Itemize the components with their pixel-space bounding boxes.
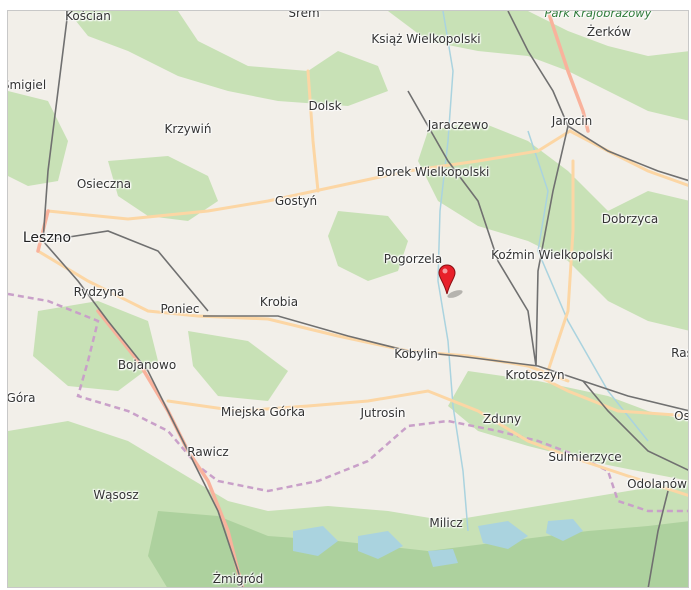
primary-road xyxy=(568,129,688,187)
railways xyxy=(42,11,688,587)
town-label[interactable]: Rawicz xyxy=(187,445,229,459)
primary-road xyxy=(546,159,575,373)
primary-road xyxy=(166,389,688,497)
town-label[interactable]: Żerków xyxy=(586,25,632,39)
town-label[interactable]: Rydzyna xyxy=(73,285,125,299)
river xyxy=(437,11,469,532)
town-label[interactable]: Jutrosin xyxy=(360,406,406,420)
railway xyxy=(42,230,209,312)
forest-area xyxy=(328,211,408,281)
town-label[interactable]: Koźmin Wielkopolski xyxy=(491,248,613,262)
town-label[interactable]: Góra xyxy=(7,391,36,405)
railway xyxy=(535,125,569,367)
town-label[interactable]: Krzywiń xyxy=(164,122,212,136)
town-label[interactable]: Miejska Górka xyxy=(220,405,306,419)
railway xyxy=(42,240,244,587)
railway xyxy=(203,315,688,412)
railway xyxy=(407,90,537,367)
pin-shadow xyxy=(447,290,463,298)
town-label[interactable]: Osieczna xyxy=(76,177,132,191)
railway xyxy=(647,490,669,587)
pin-highlight xyxy=(442,268,448,274)
primary-road xyxy=(526,369,688,418)
forest-area xyxy=(68,11,388,106)
forest-area xyxy=(448,371,688,481)
town-label[interactable]: Dobrzyca xyxy=(601,212,659,226)
forest-area xyxy=(418,121,688,331)
forest-area xyxy=(8,91,68,186)
town-label[interactable]: Jarocin xyxy=(551,114,593,128)
forest-areas xyxy=(8,11,688,587)
water-bodies xyxy=(293,11,649,567)
forest-area xyxy=(33,301,158,391)
town-label[interactable]: Śmigiel xyxy=(8,78,47,92)
town-label[interactable]: Kobylin xyxy=(394,347,438,361)
town-label[interactable]: Os xyxy=(674,409,689,423)
railway xyxy=(42,11,69,242)
lake xyxy=(358,531,403,559)
lake xyxy=(293,526,338,556)
town-label[interactable]: Odolanów xyxy=(627,477,687,491)
town-label[interactable]: Poniec xyxy=(160,302,200,316)
voivodeship-border xyxy=(8,292,688,513)
primary-road xyxy=(46,129,572,221)
forest-area xyxy=(148,511,688,587)
town-label[interactable]: Zduny xyxy=(482,412,522,426)
river xyxy=(527,130,649,442)
town-label[interactable]: Gostyń xyxy=(274,194,318,208)
pin-head xyxy=(438,264,456,295)
town-label[interactable]: Żmigród xyxy=(212,572,264,586)
town-label[interactable]: Kościan xyxy=(65,10,111,23)
location-pin-icon[interactable] xyxy=(438,264,464,300)
town-label[interactable]: Jaraczewo xyxy=(427,118,489,132)
lake xyxy=(428,549,458,567)
forest-area xyxy=(188,331,288,401)
town-label[interactable]: Dolsk xyxy=(308,99,342,113)
forest-area xyxy=(108,156,218,221)
town-label[interactable]: Krobia xyxy=(259,295,299,309)
town-label[interactable]: Milicz xyxy=(429,516,463,530)
lake xyxy=(546,519,583,541)
map-viewport[interactable]: Park Krajobrazowy Kościan Śrem Książ Wie… xyxy=(7,10,689,588)
town-label[interactable]: Ras xyxy=(671,346,688,360)
town-label[interactable]: Książ Wielkopolski xyxy=(371,32,481,46)
forest-area xyxy=(388,11,688,121)
town-label[interactable]: Leszno xyxy=(22,230,72,246)
town-label[interactable]: Krotoszyn xyxy=(505,368,565,382)
lake xyxy=(478,521,528,549)
railway xyxy=(582,380,688,471)
primary-road xyxy=(306,69,320,193)
park-label: Park Krajobrazowy xyxy=(544,10,652,20)
trunk-road xyxy=(546,11,590,133)
town-label[interactable]: Sulmierzyce xyxy=(548,450,622,464)
town-label[interactable]: Pogorzela xyxy=(383,252,443,266)
map-layer xyxy=(8,11,688,587)
town-label[interactable]: Borek Wielkopolski xyxy=(376,165,490,179)
town-label[interactable]: Wąsosz xyxy=(93,488,139,502)
town-label[interactable]: Bojanowo xyxy=(117,358,177,372)
town-label[interactable]: Śrem xyxy=(288,10,320,20)
